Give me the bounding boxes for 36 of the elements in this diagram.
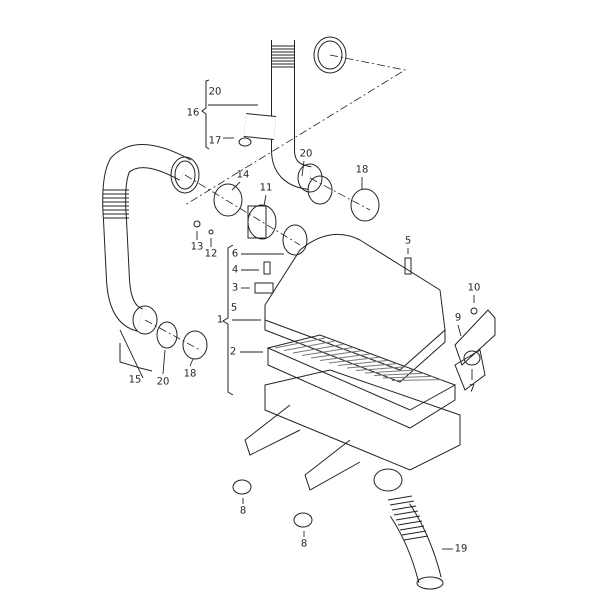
callout-number: 19: [454, 544, 468, 554]
callout-number: 4: [232, 264, 238, 276]
callout-number: 20: [300, 148, 312, 160]
callout-number: 11: [260, 182, 272, 194]
leader-line: [442, 548, 454, 550]
leader-line: [210, 238, 212, 248]
leader-line: [196, 230, 198, 240]
leader-line: [190, 358, 194, 366]
callout-number: 9: [454, 312, 462, 324]
callout-number: 5: [230, 302, 238, 314]
callout-number: 20: [156, 376, 170, 388]
leader-line: [302, 160, 304, 176]
leader-line: [458, 324, 462, 336]
callout-number: 20: [208, 86, 222, 98]
leader-line: [162, 350, 166, 374]
callout-number: 5: [404, 236, 412, 246]
callout-number: 12: [204, 248, 218, 260]
callout-number: 15: [128, 374, 142, 386]
leader-line: [264, 194, 266, 206]
leader-line: [120, 330, 144, 378]
leader-line: [208, 104, 258, 106]
callout-number: 10: [468, 282, 480, 294]
callout-number: 1: [216, 314, 224, 326]
callout-number: 18: [184, 368, 196, 380]
leader-line: [242, 498, 244, 504]
callout-number: 2: [230, 346, 236, 358]
callout-number: 8: [240, 506, 246, 516]
callout-number: 13: [190, 242, 204, 252]
callout-number: 18: [356, 164, 368, 176]
callout-number: 8: [300, 538, 308, 550]
callout-number: 6: [232, 248, 238, 260]
callout-number: 17: [208, 136, 222, 146]
callout-number: 14: [236, 170, 250, 180]
callout-number: 16: [186, 108, 200, 118]
leader-line: [232, 182, 240, 190]
callout-number: 3: [232, 282, 238, 294]
